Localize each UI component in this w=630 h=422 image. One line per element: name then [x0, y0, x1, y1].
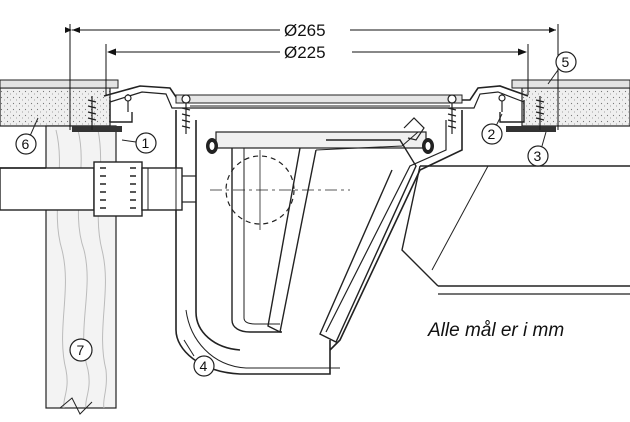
- top-flange: [103, 85, 529, 109]
- screws: [87, 94, 545, 134]
- floor-slab-left: [0, 79, 119, 127]
- outlet-pipe-right: [401, 165, 630, 295]
- hidden-outlet: [210, 150, 350, 230]
- dimension-outer: Ø265: [65, 21, 559, 130]
- callout-label-1: 1: [142, 135, 150, 151]
- dimension-inner: Ø225: [105, 43, 529, 95]
- inlet-pipe-left: [0, 161, 196, 217]
- sealing-rings: [206, 138, 434, 154]
- outer-diameter-label: Ø265: [284, 21, 326, 40]
- callout-label-3: 3: [534, 148, 542, 164]
- clamp-ring-left: [72, 100, 133, 132]
- units-note: Alle mål er i mm: [427, 320, 564, 341]
- callout-label-4: 4: [200, 358, 208, 374]
- callout-4: 4: [183, 339, 215, 377]
- floor-slab-right: [511, 79, 630, 127]
- inner-diameter-label: Ø225: [284, 43, 326, 62]
- callout-5: 5: [547, 51, 577, 85]
- callout-6: 6: [15, 117, 39, 155]
- callout-3: 3: [527, 131, 549, 167]
- callout-1: 1: [121, 132, 157, 154]
- water-trap: [215, 117, 427, 343]
- callout-label-2: 2: [488, 126, 496, 142]
- callout-label-6: 6: [22, 136, 30, 152]
- callout-7: 7: [69, 338, 93, 362]
- callout-2: 2: [481, 113, 503, 145]
- callout-label-7: 7: [77, 342, 85, 358]
- callout-label-5: 5: [562, 54, 570, 70]
